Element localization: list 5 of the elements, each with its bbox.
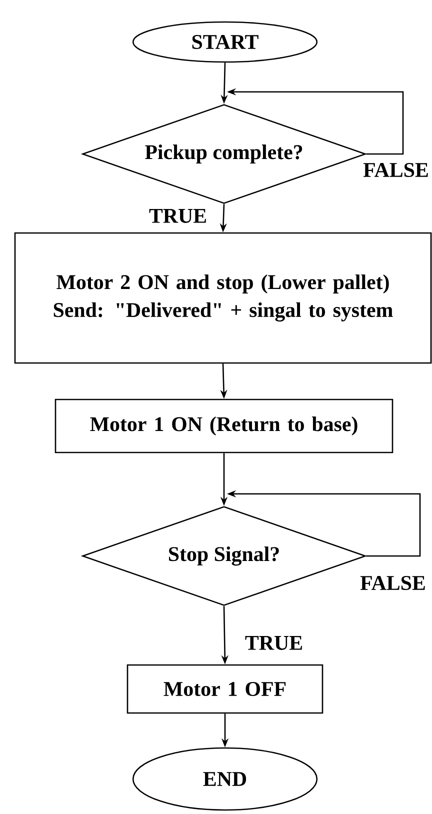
edge-label: TRUE (244, 635, 304, 651)
edge-label: TRUE (148, 208, 208, 224)
process-box: Motor 2 ON and stop (Lower pallet) Send: "Delivered" + singal to system (14, 232, 432, 364)
process-box: Motor 1 ON (Return to base) (54, 398, 394, 454)
process-box: Motor 1 OFF (126, 664, 324, 714)
